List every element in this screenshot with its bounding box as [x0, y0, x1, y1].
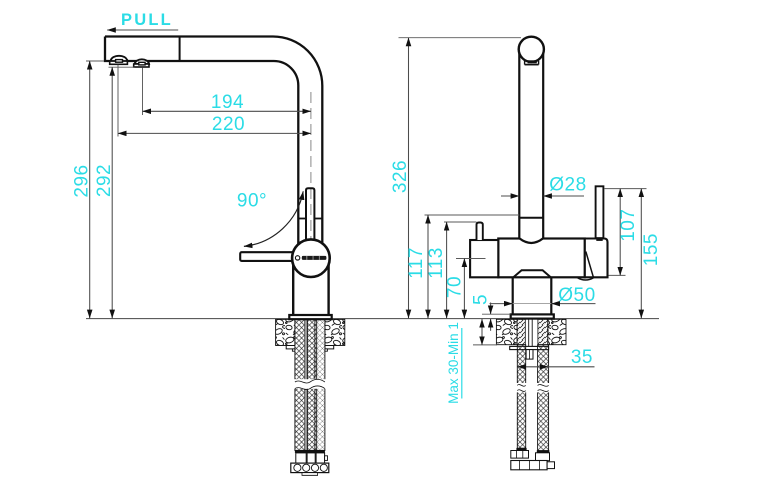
- side-view-spout: [103, 35, 324, 246]
- dim-label-113: 113: [426, 247, 447, 279]
- dimension-155: 155: [638, 188, 662, 319]
- hose-break-lines: [515, 383, 551, 393]
- dimension-counter-thickness: Max 30-Min 1: [446, 318, 485, 404]
- front-view-body: [469, 35, 609, 320]
- front-view-supply-hoses: [510, 344, 555, 471]
- dimension-117: 117: [406, 214, 431, 319]
- dimension-326: 326: [390, 37, 412, 319]
- filter-lever: [475, 221, 484, 240]
- front-view-spout-pipe: [518, 45, 545, 245]
- dimension-113: 113: [426, 221, 450, 319]
- dimension-5: 5: [471, 294, 494, 331]
- dim-label-296: 296: [72, 164, 93, 197]
- side-view-body-circle: [290, 238, 332, 279]
- base-flange: [288, 313, 333, 321]
- dim-label-194: 194: [211, 92, 244, 113]
- front-view-countertop-section: [495, 318, 567, 360]
- side-view-lever-handle: [239, 251, 297, 262]
- dim-label-d28: Ø28: [549, 175, 586, 196]
- dimension-pull: PULL: [106, 11, 179, 33]
- base-flange: [509, 313, 555, 320]
- hose-end-fittings: [290, 449, 330, 476]
- dim-label-35: 35: [571, 347, 593, 368]
- spray-head-buttons: [108, 54, 151, 68]
- front-view: 326 117 113 70 107 155: [390, 35, 662, 471]
- dimension-35: 35: [517, 347, 595, 370]
- spout-top-ball: [517, 35, 546, 64]
- dim-label-117: 117: [406, 247, 427, 279]
- dimension-70: 70: [444, 258, 468, 319]
- dimension-diameter-50: Ø50: [489, 285, 596, 307]
- dim-label-107: 107: [618, 209, 639, 242]
- dim-label-70: 70: [444, 276, 465, 298]
- side-view-lever-raised: [305, 187, 316, 243]
- dim-label-5: 5: [471, 294, 492, 305]
- hose-end-fittings: [510, 447, 555, 471]
- dimension-292: 292: [94, 66, 115, 319]
- dim-label-292: 292: [94, 164, 115, 197]
- dimension-194: 194: [142, 92, 312, 115]
- body-cylinder: [497, 237, 586, 279]
- front-view-dimensions: 326 117 113 70 107 155: [390, 37, 662, 404]
- side-view: PULL 194 220 296 292 90°: [72, 11, 346, 476]
- side-view-supply-hoses: [290, 318, 330, 476]
- dimension-220: 220: [117, 114, 312, 137]
- spout-neck-clip: [523, 60, 540, 66]
- dim-label-326: 326: [390, 160, 411, 193]
- dim-label-counter-thickness: Max 30-Min 1: [446, 322, 461, 404]
- dim-label-d50: Ø50: [558, 285, 595, 306]
- handle-swing-arc: [243, 191, 305, 249]
- brand-logo: [294, 255, 327, 261]
- angle-label-90: 90°: [237, 191, 267, 212]
- dimension-296: 296: [72, 60, 93, 319]
- dimension-107: 107: [617, 188, 639, 276]
- dimension-diameter-28: Ø28: [501, 175, 586, 199]
- base-column: [509, 269, 555, 320]
- main-handle-stick: [594, 185, 605, 241]
- side-view-body: [288, 259, 333, 321]
- dim-label-220: 220: [212, 114, 245, 135]
- dim-label-155: 155: [641, 233, 662, 266]
- hose-break-lines: [293, 378, 326, 390]
- side-view-dimensions: PULL 194 220 296 292 90°: [72, 11, 312, 319]
- pull-label: PULL: [121, 11, 173, 29]
